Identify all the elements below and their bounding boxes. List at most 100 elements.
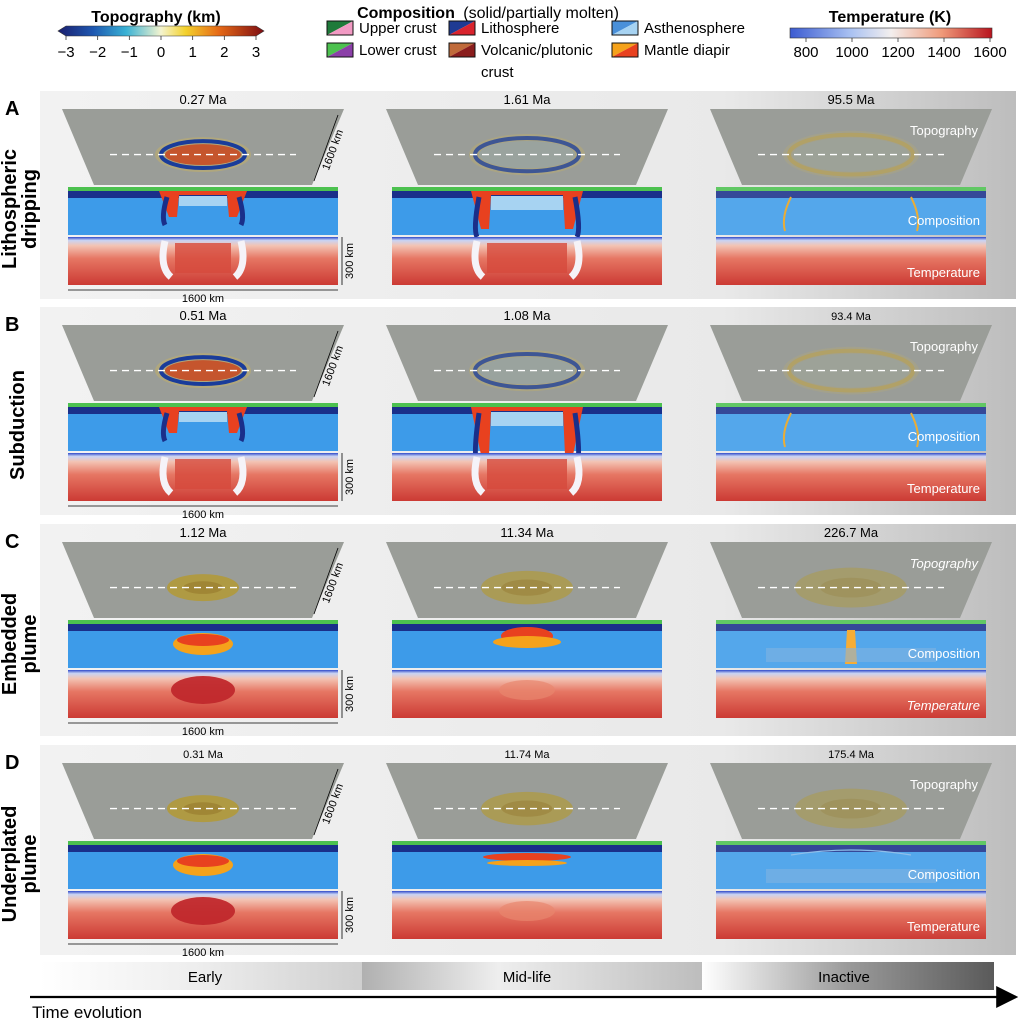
inactive-wash bbox=[716, 187, 986, 235]
cold-drip-right bbox=[232, 240, 247, 280]
basin-fill bbox=[491, 412, 563, 426]
stage-late: Inactive bbox=[818, 969, 870, 986]
time-axis-label: Time evolution bbox=[32, 1003, 142, 1022]
stage-band-early bbox=[40, 962, 362, 990]
crust-layer bbox=[392, 620, 662, 624]
topography-panel-label: Topography bbox=[910, 123, 978, 138]
crust-layer bbox=[68, 403, 338, 407]
composition-legend-title: Composition bbox=[357, 5, 455, 22]
topography-core bbox=[183, 802, 223, 815]
snapshot-time: 175.4 Ma bbox=[828, 749, 875, 761]
topography-swell bbox=[481, 570, 573, 605]
topography-basin bbox=[793, 137, 909, 172]
lithosphere-layer bbox=[716, 407, 986, 414]
drip-left bbox=[472, 196, 482, 239]
temperature-tick-label: 1600 bbox=[973, 44, 1006, 61]
snapshot-panel: 11.74 Ma bbox=[386, 749, 668, 939]
thermal-anomaly bbox=[499, 680, 555, 700]
basin-melt bbox=[159, 407, 247, 433]
thermal-anomaly bbox=[499, 901, 555, 921]
cold-drip-right bbox=[568, 240, 583, 280]
temperature-panel-label: Temperature bbox=[907, 265, 980, 280]
topography-swell bbox=[167, 795, 239, 823]
basin-fill bbox=[491, 196, 563, 210]
row-name-line: plume bbox=[19, 835, 41, 894]
temperature-tick-label: 1400 bbox=[927, 44, 960, 61]
crust-layer bbox=[68, 187, 338, 191]
crust-layer bbox=[392, 841, 662, 845]
stage-bands: Early Mid-life Inactive bbox=[40, 962, 994, 990]
topography-core bbox=[820, 798, 882, 819]
composition-item-label: Asthenosphere bbox=[644, 20, 745, 37]
composition-legend: Composition (solid/partially molten) Upp… bbox=[326, 5, 745, 81]
row-name-line: Underplated bbox=[0, 806, 21, 923]
label-shade bbox=[766, 648, 936, 662]
topography-core bbox=[820, 577, 882, 598]
composition-item-label: Mantle diapir bbox=[644, 42, 730, 59]
temperature-section bbox=[716, 670, 986, 718]
temperature-section bbox=[716, 237, 986, 285]
depth-scale-label: 300 km bbox=[344, 676, 356, 712]
temperature-colorbar bbox=[789, 27, 993, 39]
topography-basin bbox=[165, 144, 241, 166]
row-letter: C bbox=[5, 531, 19, 553]
swatch-border bbox=[448, 20, 476, 36]
topography-swell bbox=[167, 574, 239, 602]
length-scale-label: 1600 km bbox=[182, 726, 224, 738]
hot-upwelling bbox=[487, 243, 567, 273]
length-scale-label: 1600 km bbox=[182, 947, 224, 959]
cold-drip-right bbox=[232, 456, 247, 496]
hot-upwelling bbox=[487, 459, 567, 489]
swatch-border bbox=[611, 20, 639, 36]
composition-legend-subtitle: (solid/partially molten) bbox=[463, 5, 619, 22]
topography-swell bbox=[795, 567, 907, 608]
topography-core bbox=[501, 800, 553, 817]
topography-basin bbox=[165, 360, 241, 382]
temperature-panel-label: Temperature bbox=[907, 698, 980, 713]
composition-panel-label: Composition bbox=[908, 213, 980, 228]
plume-core bbox=[177, 634, 229, 646]
depth-scale-label: 300 km bbox=[344, 459, 356, 495]
swatch-border bbox=[326, 42, 354, 58]
crust-layer bbox=[716, 187, 986, 191]
temperature-tick-label: 800 bbox=[793, 44, 818, 61]
cold-drip-left bbox=[159, 456, 174, 496]
remnant-right bbox=[910, 412, 920, 448]
row-name-line: dripping bbox=[19, 169, 41, 249]
cold-drip-left bbox=[159, 240, 174, 280]
drip-right bbox=[236, 412, 246, 443]
topography-basin bbox=[479, 140, 575, 169]
basin-fill bbox=[179, 196, 227, 206]
topography-map bbox=[710, 763, 992, 839]
swatch-border bbox=[611, 42, 639, 58]
width-scale-line bbox=[313, 330, 339, 398]
drip-right bbox=[236, 196, 246, 227]
remnant-right bbox=[910, 196, 920, 232]
row-letter: A bbox=[5, 98, 19, 120]
cold-drip-right bbox=[568, 456, 583, 496]
hot-upwelling bbox=[175, 459, 231, 489]
row-name-line: Lithospheric bbox=[0, 149, 21, 269]
row-letter: D bbox=[5, 752, 19, 774]
topography-core bbox=[183, 581, 223, 594]
row-name-line: Embedded bbox=[0, 593, 21, 695]
molten-swatch bbox=[449, 43, 475, 57]
snapshot-time: 0.27 Ma bbox=[180, 92, 228, 107]
topography-tick-label: −1 bbox=[121, 44, 138, 61]
topography-panel-label: Topography bbox=[910, 777, 978, 792]
topography-tick-label: −3 bbox=[57, 44, 74, 61]
remnant-interface bbox=[790, 849, 912, 856]
lithosphere-layer bbox=[716, 191, 986, 198]
snapshot-panel: 11.34 Ma bbox=[386, 525, 668, 718]
topography-map bbox=[710, 542, 992, 618]
depth-scale-label: 300 km bbox=[344, 243, 356, 279]
composition-item-label: Upper crust bbox=[359, 20, 437, 37]
